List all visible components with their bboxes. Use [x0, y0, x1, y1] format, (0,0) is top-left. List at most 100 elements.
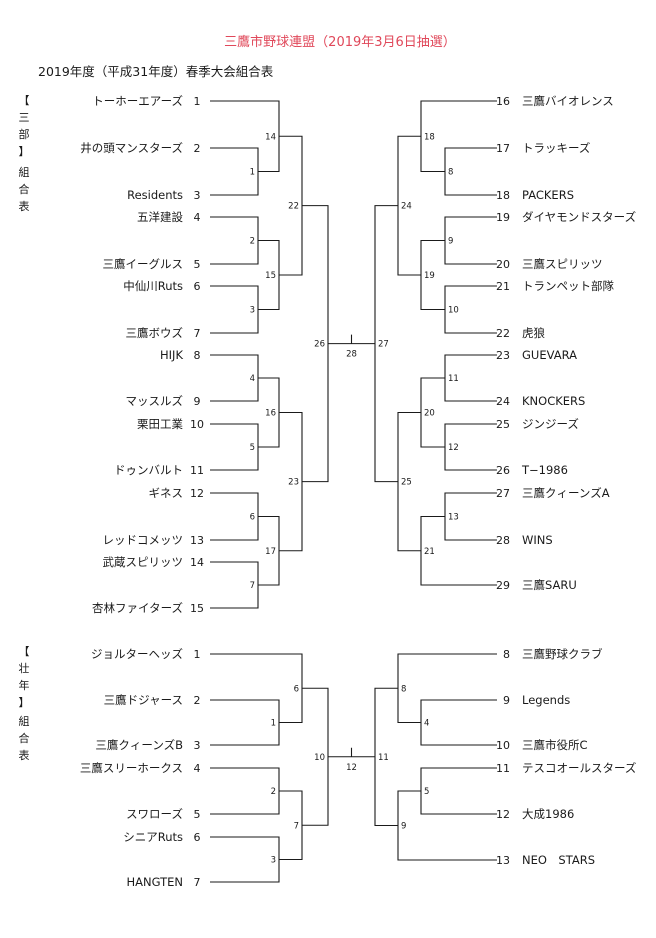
team-name: HANGTEN: [126, 875, 183, 889]
match-number: 27: [378, 340, 389, 350]
team-name: 三鷹野球クラブ: [522, 647, 603, 661]
team-seed: 8: [503, 648, 510, 661]
match-number: 5: [250, 443, 255, 453]
bracket-match-line: [210, 699, 280, 746]
team-seed: 5: [194, 808, 201, 821]
division-desc-char: 組: [19, 166, 30, 179]
match-number: 10: [314, 753, 325, 763]
team-seed: 18: [496, 189, 510, 202]
team-name: 三鷹スピリッツ: [522, 257, 603, 271]
match-number: 1: [250, 168, 255, 178]
match-number: 3: [250, 306, 255, 316]
match-number: 20: [424, 409, 435, 419]
team-seed: 4: [194, 762, 201, 775]
team-name: マッスルズ: [126, 394, 184, 408]
team-seed: 27: [496, 487, 510, 500]
team-seed: 13: [496, 854, 510, 867]
team-seed: 7: [194, 327, 201, 340]
team-name: 三鷹スリーホークス: [80, 761, 183, 775]
match-number: 4: [250, 374, 255, 384]
bracket-match-line: [420, 767, 497, 815]
team-seed: 23: [496, 349, 510, 362]
match-number: 11: [448, 374, 459, 384]
team-seed: 25: [496, 418, 510, 431]
document-subtitle: 2019年度（平成31年度）春季大会組合表: [38, 64, 274, 79]
division-desc-char: 合: [19, 182, 30, 196]
team-name: 五洋建設: [137, 210, 183, 224]
match-number: 2: [271, 787, 276, 797]
match-number: 22: [288, 202, 299, 212]
team-name: シニアRuts: [123, 830, 183, 844]
division-desc-char: 組: [19, 715, 30, 728]
team-name: HIJK: [160, 348, 183, 362]
team-name: Legends: [522, 693, 570, 707]
division-label-char: 年: [19, 678, 30, 692]
team-seed: 24: [496, 395, 510, 408]
division-label-char: 部: [19, 127, 30, 141]
division-label-char: 壮: [19, 662, 30, 675]
team-seed: 14: [190, 556, 204, 569]
match-number: 26: [314, 340, 325, 350]
division-label-char: 【: [19, 94, 30, 107]
team-name: 井の頭マンスターズ: [80, 141, 183, 155]
team-name: レッドコメッツ: [103, 533, 184, 547]
team-name: 武蔵スピリッツ: [103, 555, 184, 569]
team-name: 中仙川Ruts: [123, 279, 183, 293]
team-name: ギネス: [149, 486, 184, 500]
team-seed: 9: [194, 395, 201, 408]
match-number: 8: [448, 168, 453, 178]
final-match-number: 12: [346, 763, 357, 773]
match-number: 3: [271, 856, 276, 866]
match-number: 23: [288, 478, 299, 488]
team-name: トランペット部隊: [522, 279, 614, 293]
team-name: トーホーエアーズ: [92, 94, 183, 108]
team-seed: 17: [496, 142, 510, 155]
match-number: 8: [401, 684, 406, 694]
match-number: 24: [401, 202, 412, 212]
team-seed: 1: [194, 648, 201, 661]
division-desc-char: 表: [19, 748, 30, 762]
division-label-char: 三: [19, 111, 30, 124]
team-seed: 21: [496, 280, 510, 293]
team-seed: 3: [194, 189, 201, 202]
team-name: ジョルターヘッズ: [91, 647, 183, 661]
team-seed: 8: [194, 349, 201, 362]
team-seed: 1: [194, 95, 201, 108]
team-name: WINS: [522, 533, 553, 547]
team-name: T−1986: [521, 463, 568, 477]
match-number: 5: [424, 787, 429, 797]
division-desc-char: 合: [19, 731, 30, 745]
match-number: 6: [250, 513, 255, 523]
team-name: 虎狼: [522, 326, 545, 340]
match-number: 18: [424, 132, 435, 142]
match-number: 21: [424, 547, 435, 557]
team-seed: 20: [496, 258, 510, 271]
final-match-number: 28: [346, 350, 357, 360]
match-number: 15: [265, 271, 276, 281]
team-name: 三鷹バイオレンス: [522, 94, 614, 108]
team-name: 三鷹ドジャース: [104, 693, 183, 707]
match-number: 17: [265, 547, 276, 557]
match-number: 12: [448, 443, 459, 453]
document-title: 三鷹市野球連盟（2019年3月6日抽選）: [224, 34, 456, 50]
team-name: 三鷹市役所C: [522, 738, 588, 752]
team-seed: 13: [190, 534, 204, 547]
team-name: ドゥンバルト: [114, 463, 183, 477]
division-label-char: 】: [19, 696, 30, 709]
match-number: 9: [448, 237, 453, 247]
team-seed: 29: [496, 579, 510, 592]
match-number: 13: [448, 513, 459, 523]
bracket-match-line: [397, 790, 497, 861]
match-number: 10: [448, 306, 459, 316]
team-seed: 22: [496, 327, 510, 340]
team-seed: 26: [496, 464, 510, 477]
team-seed: 16: [496, 95, 510, 108]
team-name: GUEVARA: [522, 348, 577, 362]
team-name: 大成1986: [522, 807, 574, 821]
team-seed: 7: [194, 876, 201, 889]
team-name: 三鷹クィーンズB: [95, 738, 183, 752]
match-number: 9: [401, 822, 406, 832]
bracket-match-line: [397, 653, 497, 724]
team-seed: 11: [496, 762, 510, 775]
team-seed: 19: [496, 211, 510, 224]
